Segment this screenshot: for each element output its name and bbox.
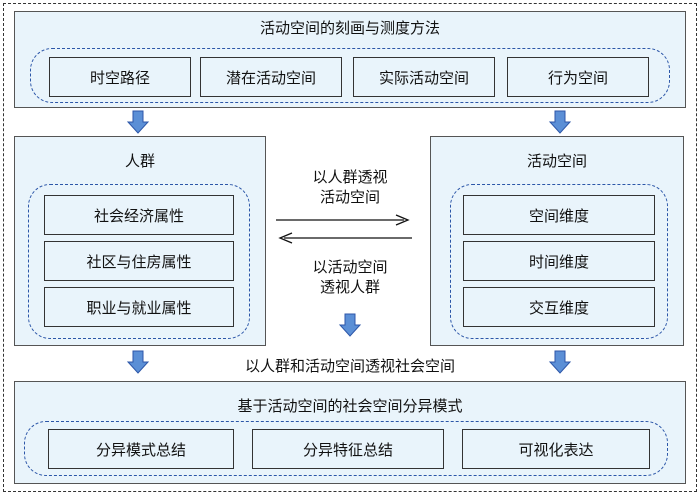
outer-frame [3,3,697,492]
dim-space: 空间维度 [463,195,655,235]
method-potential-activity-space: 潜在活动空间 [200,57,342,97]
pattern-summary: 分异模式总结 [48,429,234,469]
arrow-down-icon [338,313,362,337]
methods-title: 活动空间的刻画与测度方法 [259,18,440,37]
method-behavior-space: 行为空间 [507,57,649,97]
merge-label: 以人群和活动空间透视社会空间 [244,356,455,375]
activity-space-title: 活动空间 [526,151,587,170]
arrow-down-icon [548,110,572,134]
arrow-right-icon [276,214,410,226]
lower-label-line2: 透视人群 [319,277,380,296]
method-space-time-path: 时空路径 [49,57,191,97]
upper-label-line1: 以人群透视 [312,167,388,186]
pattern-group-outline [24,421,668,476]
arrow-down-icon [548,350,572,374]
visual-expression: 可视化表达 [462,429,650,469]
activity-space-group-outline [450,184,668,339]
arrow-down-icon [126,110,150,134]
upper-label-line2: 活动空间 [319,187,380,206]
dim-interaction: 交互维度 [463,287,655,327]
arrow-left-icon [278,232,412,244]
population-group-outline [28,184,250,339]
lower-label-line1: 以活动空间 [312,257,388,276]
attr-community-housing: 社区与住房属性 [44,241,234,281]
arrow-down-icon [126,350,150,374]
attr-socioeconomic: 社会经济属性 [44,195,234,235]
methods-group-outline [30,48,670,103]
pattern-title: 基于活动空间的社会空间分异模式 [237,396,463,415]
method-actual-activity-space: 实际活动空间 [353,57,495,97]
dim-time: 时间维度 [463,241,655,281]
feature-summary: 分异特征总结 [252,429,444,469]
population-title: 人群 [124,151,155,170]
attr-occupation-employment: 职业与就业属性 [44,287,234,327]
